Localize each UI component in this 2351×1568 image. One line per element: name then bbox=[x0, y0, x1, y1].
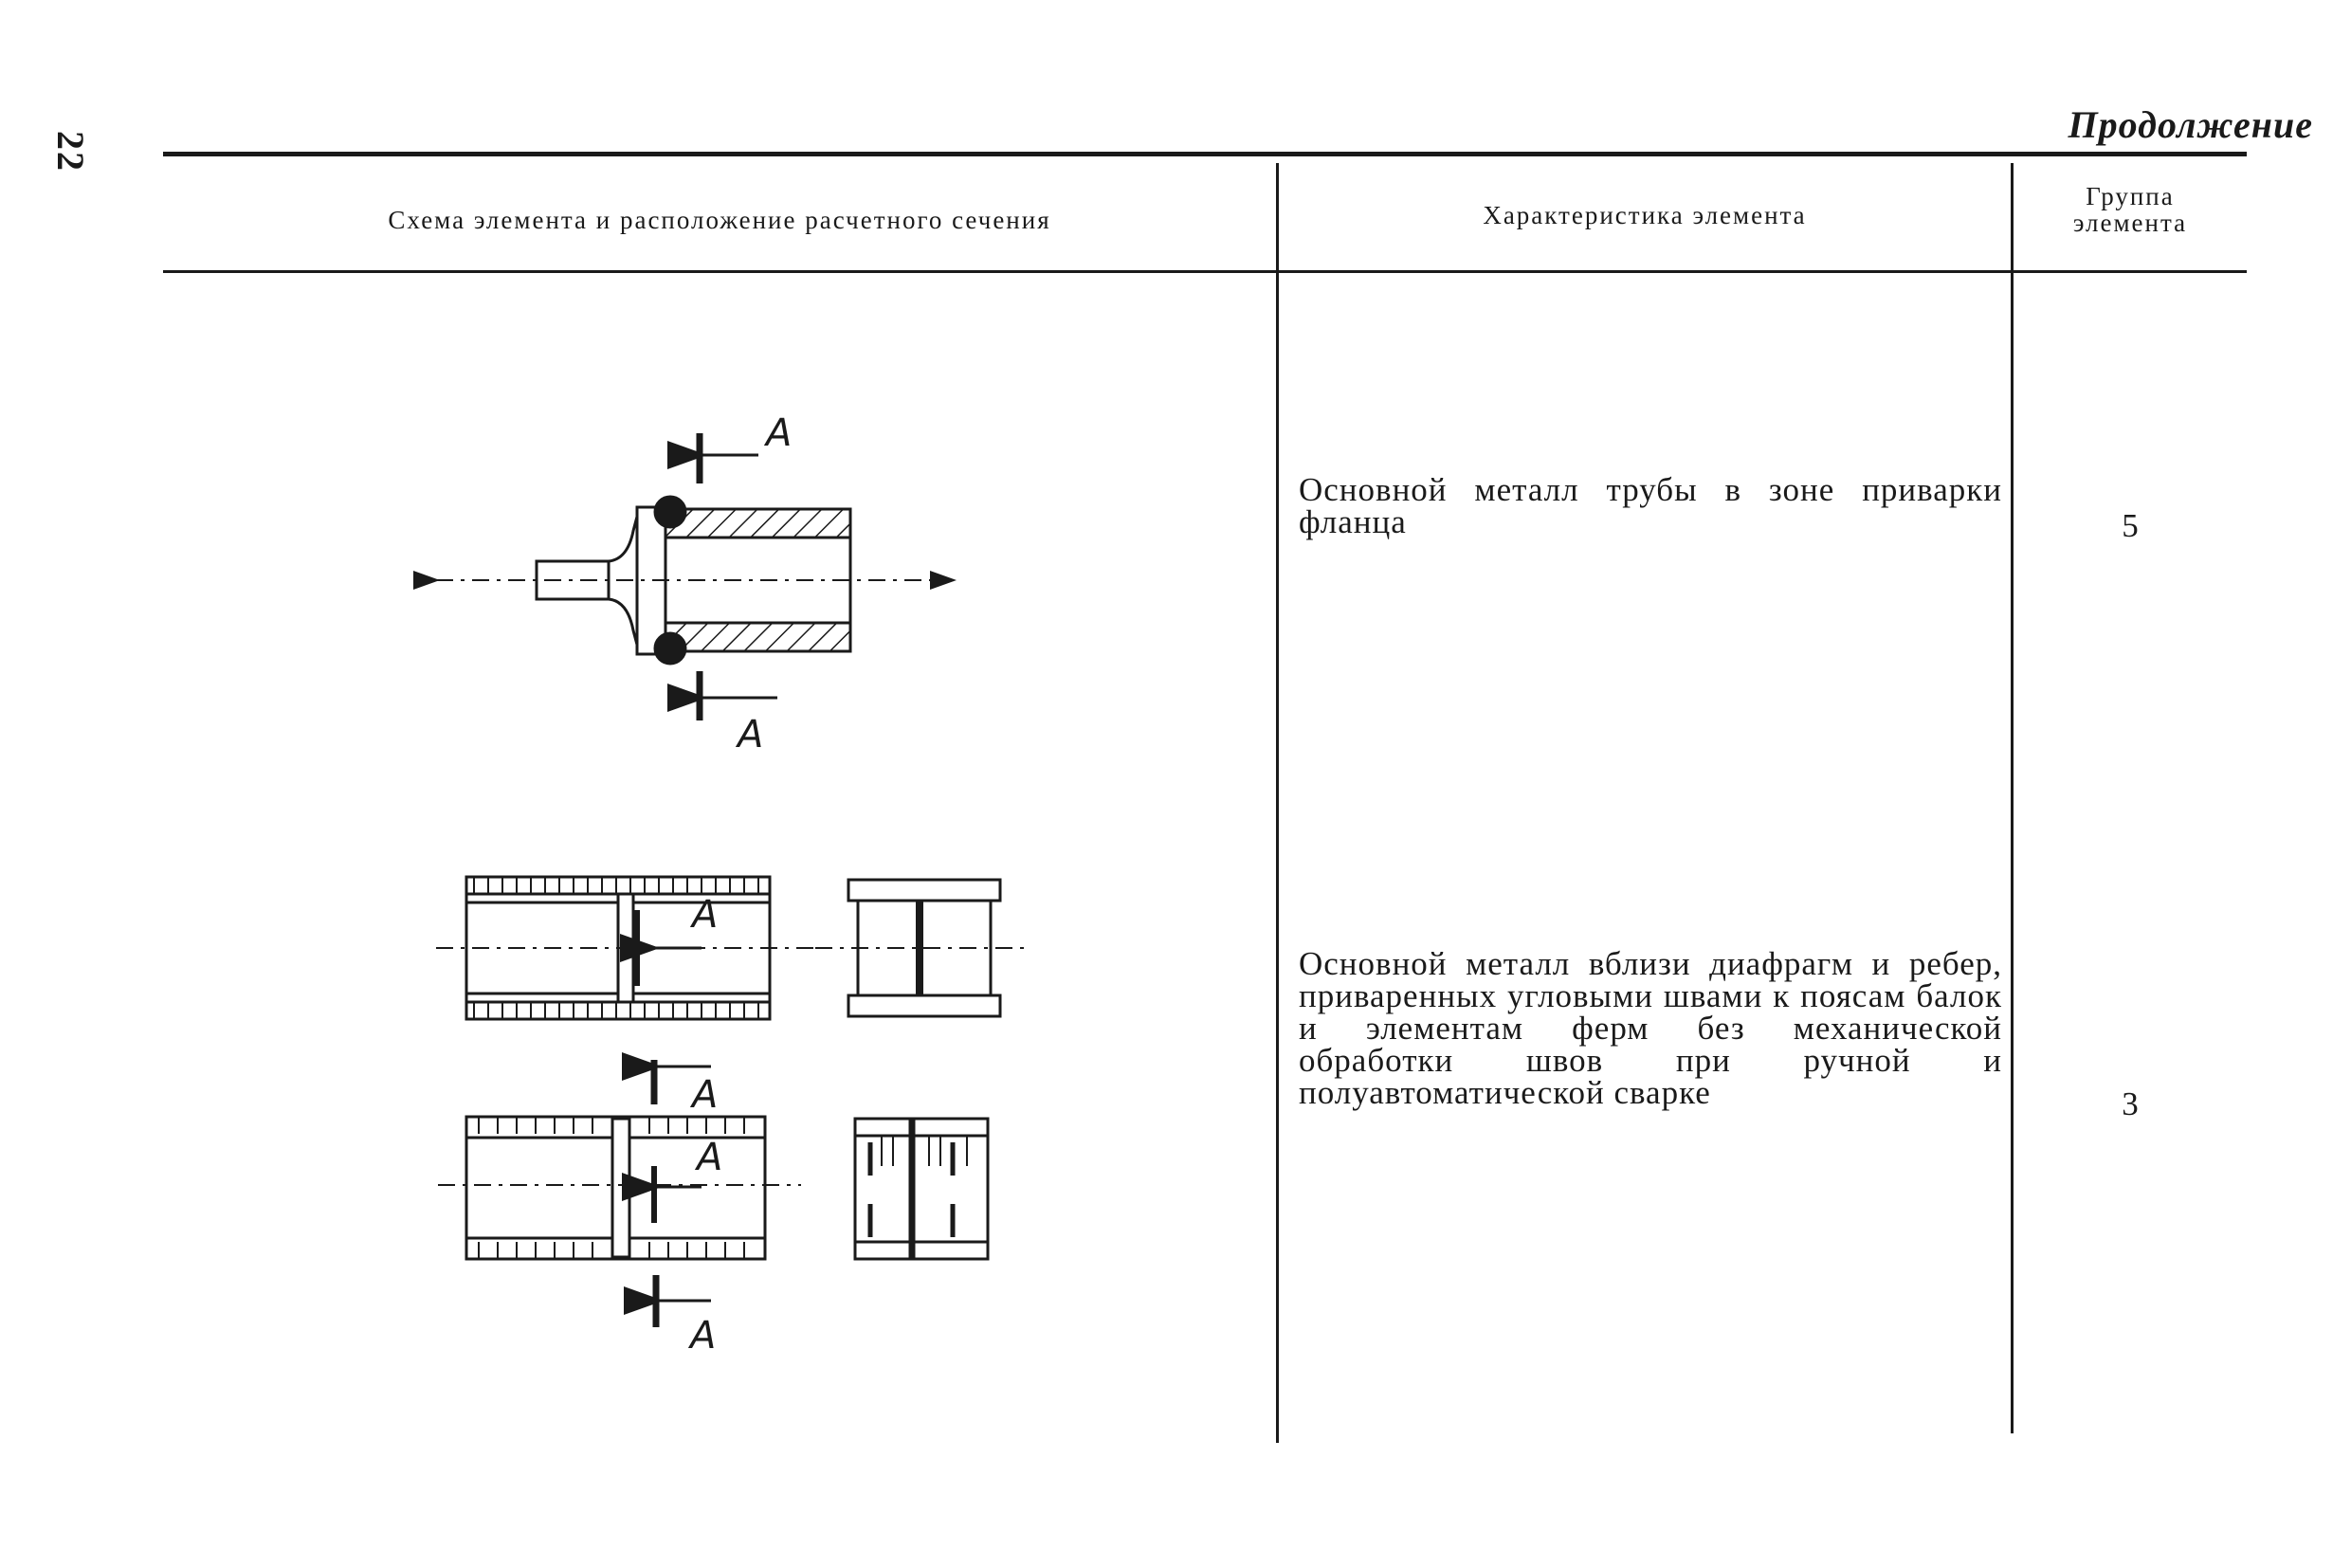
beam-diaphragm-drawing-top bbox=[436, 875, 825, 1104]
row-1-characteristic: Основной металл трубы в зоне приварки фл… bbox=[1299, 471, 2002, 540]
continuation-label: Продолжение bbox=[2068, 103, 2313, 146]
beam-cross-section-top bbox=[815, 878, 1029, 1018]
beam-diaphragm-drawing-bottom bbox=[438, 1115, 801, 1327]
pipe-flange-drawing bbox=[413, 433, 957, 720]
row-2-characteristic: Основной металл вблизи диафрагм и ребер,… bbox=[1299, 945, 2002, 1111]
section-label-1a: А bbox=[763, 411, 792, 455]
column-divider-1 bbox=[1276, 163, 1279, 1443]
row-2-group: 3 bbox=[2122, 1085, 2139, 1122]
section-label-2d: А bbox=[687, 1314, 716, 1358]
header-scheme: Схема элемента и расположение расчетного… bbox=[388, 206, 1051, 234]
scheme-drawings: А А А А bbox=[413, 411, 1029, 1358]
beam-cross-section-bottom bbox=[853, 1117, 990, 1261]
column-divider-2 bbox=[2011, 163, 2014, 1433]
header-characteristic: Характеристика элемента bbox=[1483, 201, 1807, 229]
section-label-2a: А bbox=[689, 893, 718, 937]
section-label-2b: А bbox=[689, 1073, 718, 1117]
section-label-2c: А bbox=[694, 1136, 722, 1179]
section-label-1b: А bbox=[735, 713, 763, 757]
table-header-rule bbox=[163, 270, 2247, 273]
header-group: Группа элемента bbox=[2072, 182, 2188, 237]
row-1-group: 5 bbox=[2122, 507, 2139, 544]
table-top-rule bbox=[163, 152, 2247, 156]
